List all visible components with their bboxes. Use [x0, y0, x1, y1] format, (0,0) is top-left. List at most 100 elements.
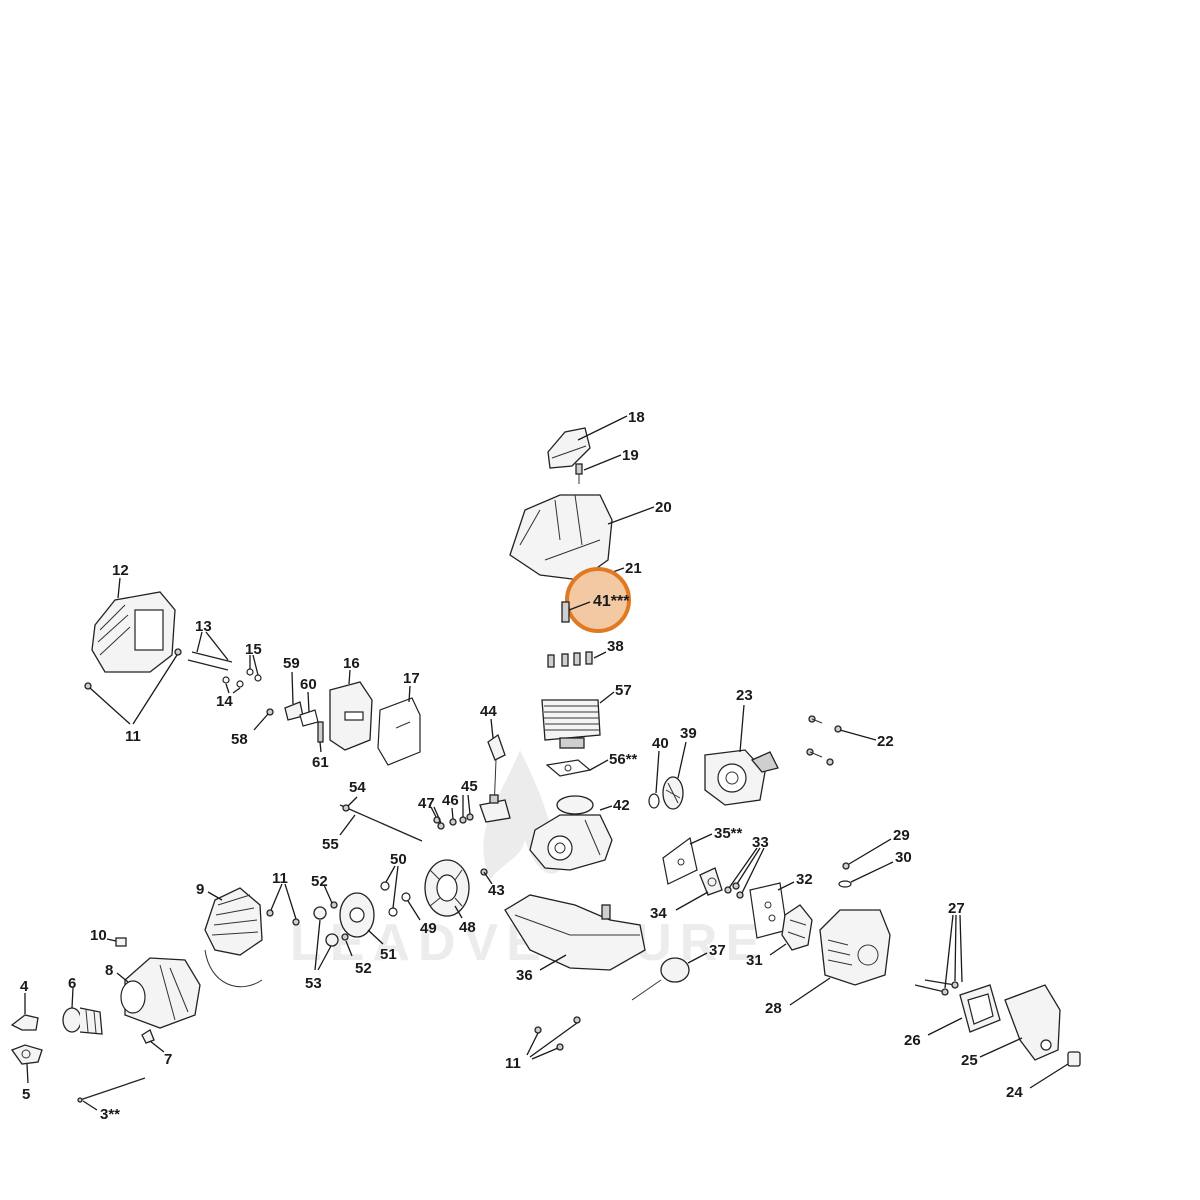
label-33: 33: [752, 834, 769, 851]
label-28: 28: [765, 1000, 782, 1017]
part-12-engine-shroud[interactable]: [91, 591, 176, 673]
part-42-piston-crankcase[interactable]: [529, 795, 613, 871]
part-48-flywheel[interactable]: [424, 859, 470, 917]
label-50: 50: [390, 851, 407, 868]
label-42: 42: [613, 797, 630, 814]
part-18-handle-cover[interactable]: [547, 427, 591, 469]
label-9: 9: [196, 881, 204, 898]
part-38-screws[interactable]: [547, 651, 593, 668]
part-11-screws-fan[interactable]: [266, 909, 300, 926]
part-19-screw[interactable]: [575, 463, 583, 484]
part-11-screws-left[interactable]: [84, 648, 182, 690]
label-4: 4: [20, 978, 29, 995]
label-58: 58: [231, 731, 248, 748]
label-41: 41***: [593, 593, 630, 610]
part-35-gasket[interactable]: [662, 836, 698, 885]
label-35: 35**: [714, 825, 743, 842]
part-45-46-47-fasteners[interactable]: [433, 813, 474, 830]
part-32-gasket[interactable]: [749, 882, 788, 939]
label-20: 20: [655, 499, 672, 516]
label-55: 55: [322, 836, 339, 853]
part-54-55-crankshaft[interactable]: [339, 804, 423, 842]
part-27-bolts[interactable]: [914, 979, 959, 996]
label-18: 18: [628, 409, 645, 426]
part-61-screw[interactable]: [317, 721, 324, 743]
label-48: 48: [459, 919, 476, 936]
label-31: 31: [746, 952, 763, 969]
label-56: 56**: [609, 751, 638, 768]
label-12: 12: [112, 562, 129, 579]
label-6: 6: [68, 975, 76, 992]
part-20-engine-cover[interactable]: [509, 494, 613, 581]
part-49-nut[interactable]: [401, 892, 411, 902]
part-4-clamp-top[interactable]: [10, 1014, 39, 1031]
part-9-fan-housing[interactable]: [204, 887, 263, 988]
label-37: 37: [709, 942, 726, 959]
part-56-gasket[interactable]: [545, 759, 592, 777]
part-39-pulley[interactable]: [662, 776, 684, 810]
part-24-knob[interactable]: [1067, 1051, 1081, 1067]
label-3: 3**: [100, 1106, 120, 1123]
part-25-filter-cover[interactable]: [1004, 984, 1061, 1061]
part-40-washer[interactable]: [648, 793, 660, 809]
part-51-clutch[interactable]: [339, 892, 375, 938]
part-10-clip[interactable]: [115, 937, 127, 947]
label-11-fan: 11: [272, 870, 288, 887]
label-60: 60: [300, 676, 317, 693]
part-37-fuel-cap[interactable]: [631, 957, 690, 1001]
label-54: 54: [349, 779, 366, 796]
label-57: 57: [615, 682, 632, 699]
label-24: 24: [1006, 1084, 1023, 1101]
part-57-cylinder[interactable]: [541, 699, 601, 749]
part-31-carburetor[interactable]: [781, 904, 813, 951]
label-10: 10: [90, 927, 107, 944]
label-46: 46: [442, 792, 459, 809]
part-30-washer[interactable]: [838, 880, 852, 888]
part-36-fuel-tank[interactable]: [504, 894, 646, 971]
label-38: 38: [607, 638, 624, 655]
label-51: 51: [380, 946, 397, 963]
label-43: 43: [488, 882, 505, 899]
label-44: 44: [480, 703, 497, 720]
part-29-screw[interactable]: [842, 862, 850, 870]
part-52-53-clutch-springs[interactable]: [313, 901, 349, 947]
part-23-recoil-starter[interactable]: [704, 749, 779, 806]
label-17: 17: [403, 670, 420, 687]
part-17-heat-shield[interactable]: [377, 697, 421, 766]
part-7-wedge[interactable]: [141, 1029, 155, 1044]
part-13-bolts[interactable]: [187, 651, 233, 671]
part-8-clutch-housing[interactable]: [120, 957, 201, 1029]
label-8: 8: [105, 962, 113, 979]
label-13: 13: [195, 618, 212, 635]
part-14-15-washers[interactable]: [222, 668, 262, 688]
part-6-bushing[interactable]: [62, 1007, 103, 1035]
part-33-bolts[interactable]: [724, 882, 744, 899]
label-34: 34: [650, 905, 667, 922]
label-52-bottom: 52: [355, 960, 372, 977]
part-41-spark-plug-highlight[interactable]: 41***: [561, 567, 631, 633]
part-44-ignition-coil[interactable]: [479, 733, 511, 823]
part-58-screw[interactable]: [266, 708, 274, 716]
part-50-washers[interactable]: [380, 881, 398, 917]
part-16-muffler[interactable]: [329, 681, 373, 751]
label-26: 26: [904, 1032, 921, 1049]
label-29: 29: [893, 827, 910, 844]
label-22: 22: [877, 733, 894, 750]
part-28-air-filter-housing[interactable]: [819, 909, 891, 986]
part-5-clamp-bottom[interactable]: [10, 1044, 43, 1065]
label-7: 7: [164, 1051, 172, 1068]
label-59: 59: [283, 655, 300, 672]
label-53: 53: [305, 975, 322, 992]
part-11-screws-bottom[interactable]: [534, 1016, 581, 1051]
label-45: 45: [461, 778, 478, 795]
part-26-air-filter[interactable]: [959, 984, 1001, 1033]
label-11-left: 11: [125, 728, 141, 745]
label-32: 32: [796, 871, 813, 888]
part-34-insulator[interactable]: [699, 867, 723, 896]
label-61: 61: [312, 754, 329, 771]
label-23: 23: [736, 687, 753, 704]
part-22-screws[interactable]: [806, 715, 842, 766]
part-3-cable[interactable]: [77, 1077, 146, 1103]
label-15: 15: [245, 641, 262, 658]
